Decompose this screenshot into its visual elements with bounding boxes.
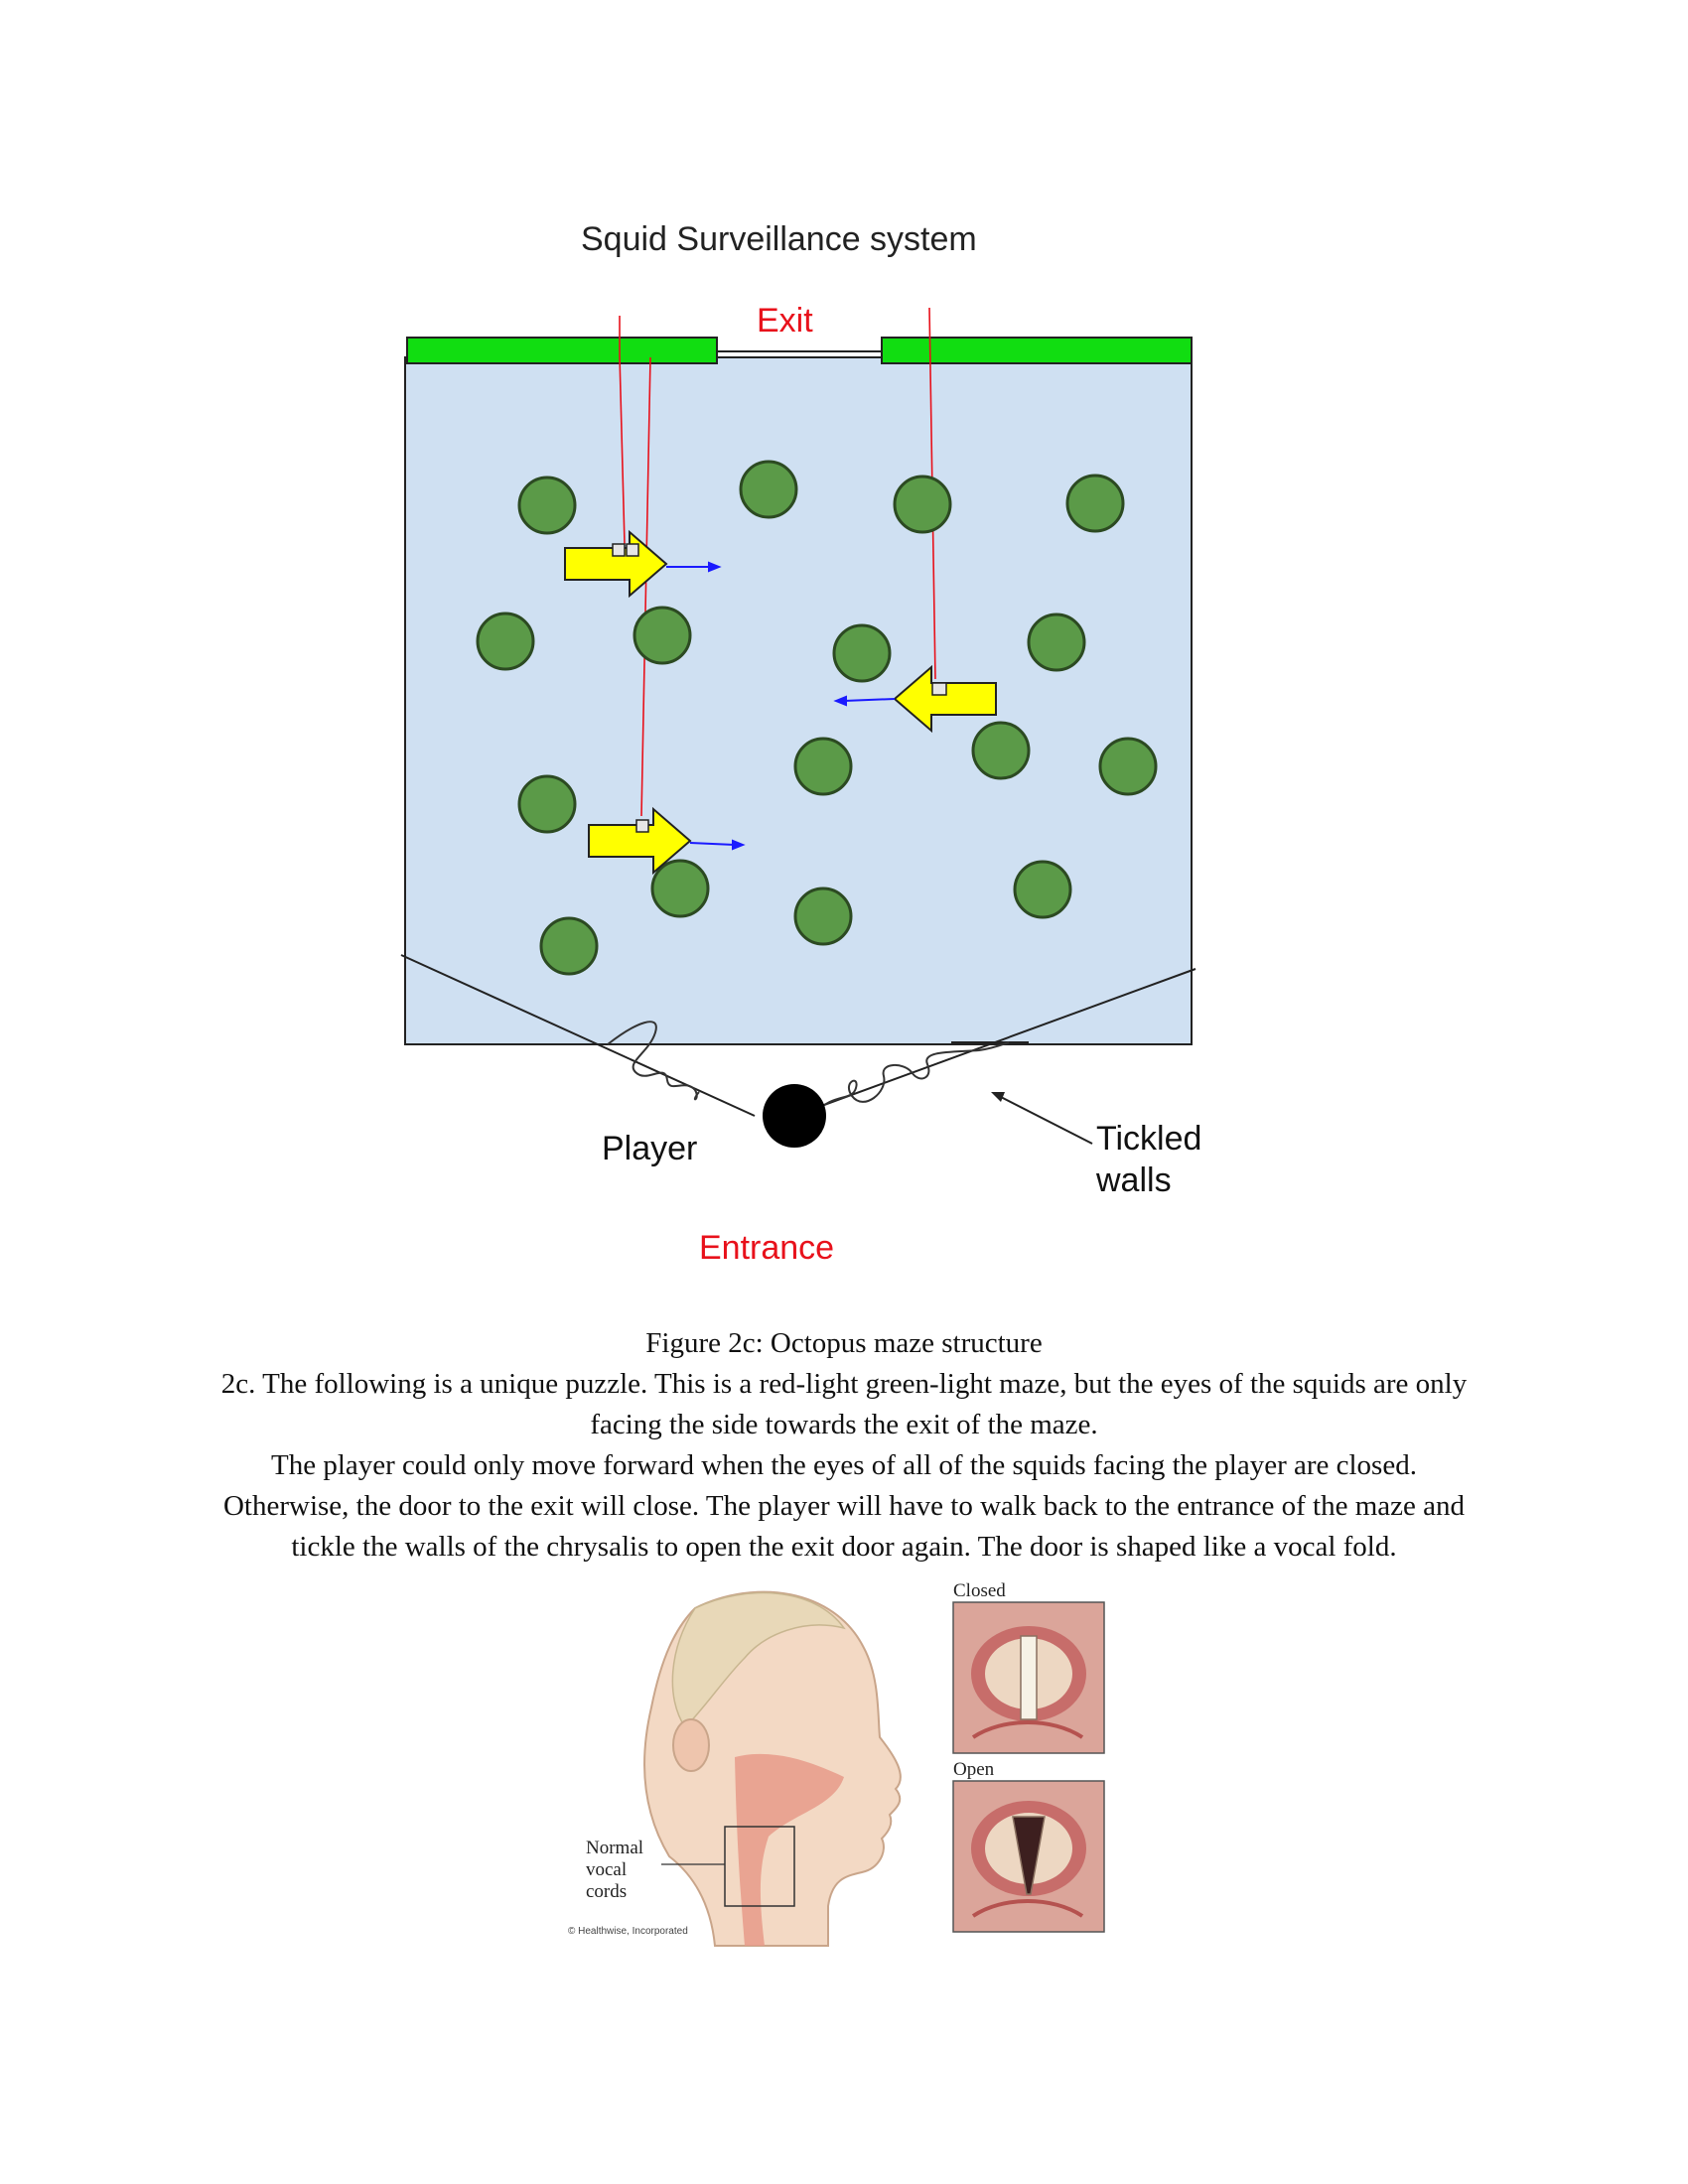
tickled-pointer-line: [998, 1095, 1093, 1145]
squiggle-right: [813, 1041, 1010, 1115]
obstacle-circle: [739, 460, 798, 519]
obstacle-circle: [650, 859, 710, 918]
head-illustration: Normal vocal cords © Healthwise, Incorpo…: [568, 1590, 902, 1947]
obstacle-circle: [832, 623, 892, 683]
caption-block: Figure 2c: Octopus maze structure 2c. Th…: [0, 1323, 1688, 1568]
squiggle-left: [607, 1021, 700, 1101]
player-dot: [763, 1084, 826, 1148]
squid-eye: [626, 543, 639, 557]
gaze-line: [689, 842, 736, 846]
entrance-funnel: [400, 954, 1196, 1117]
exit-label: Exit: [757, 302, 813, 340]
obstacle-circle: [1027, 613, 1086, 672]
ear-shape: [672, 1718, 710, 1772]
squid-gaze-arrows: [666, 561, 896, 851]
obstacle-circle: [539, 916, 599, 976]
zoom-box: [724, 1826, 795, 1907]
paragraph-2: The player could only move forward when …: [222, 1449, 1466, 1563]
obstacle-circle: [517, 476, 577, 535]
obstacle-circle: [476, 612, 535, 671]
diagram-title: Squid Surveillance system: [581, 220, 977, 258]
vocal-label-2: vocal: [586, 1859, 627, 1880]
gaze-arrowhead: [833, 695, 847, 707]
gaze-arrowhead: [708, 561, 722, 573]
tickle-squiggles: [607, 1021, 1010, 1115]
open-vocal-fold-view: [952, 1780, 1105, 1933]
obstacle-circle: [793, 737, 853, 796]
funnel-wall-left: [400, 954, 756, 1117]
obstacle-circle: [633, 606, 692, 665]
squid-maze-diagram: Squid Surveillance system Exit: [400, 220, 1201, 1267]
obstacle-circle: [893, 475, 952, 534]
vocal-label-3: cords: [586, 1881, 627, 1902]
squid-arrow-right: [588, 806, 692, 876]
sight-line: [619, 354, 626, 545]
sight-line: [640, 356, 651, 817]
squid-eye: [612, 543, 626, 557]
wall-left-green: [406, 337, 718, 364]
squid-arrows: [564, 529, 997, 876]
obstacle-circle: [517, 774, 577, 834]
gaze-arrowhead: [732, 839, 746, 851]
gaze-line: [843, 698, 896, 702]
paragraph-1: 2c. The following is a unique puzzle. Th…: [220, 1368, 1468, 1440]
copyright-text: © Healthwise, Incorporated: [568, 1926, 688, 1937]
tickled-pointer-head: [991, 1092, 1005, 1102]
maze-water-area: [404, 356, 1193, 1045]
squid-eyes: [612, 543, 947, 833]
figure-caption: Figure 2c: Octopus maze structure: [645, 1327, 1043, 1359]
airway-shape: [735, 1753, 844, 1946]
squid-eye: [635, 819, 649, 833]
squid-arrow-left: [893, 664, 997, 734]
squid-eye: [931, 682, 947, 696]
open-label: Open: [953, 1759, 995, 1780]
closed-vocal-fold-view: [952, 1601, 1105, 1754]
obstacle-circle: [1065, 474, 1125, 533]
obstacle-circle: [971, 721, 1031, 780]
obstacle-group: [476, 460, 1158, 976]
player-label: Player: [602, 1130, 697, 1167]
obstacle-circle: [793, 887, 853, 946]
hair-shape: [671, 1591, 846, 1729]
closed-label: Closed: [953, 1580, 1006, 1601]
tickled-label-1: Tickled: [1096, 1120, 1201, 1158]
obstacle-circle: [1098, 737, 1158, 796]
vocal-cords-illustration: Normal vocal cords © Healthwise, Incorpo…: [568, 1580, 1105, 1947]
vocal-label-1: Normal: [586, 1838, 643, 1858]
tickled-label-2: walls: [1095, 1161, 1172, 1199]
obstacle-circle: [1013, 860, 1072, 919]
wall-right-green: [881, 337, 1193, 364]
entrance-label: Entrance: [699, 1229, 834, 1267]
